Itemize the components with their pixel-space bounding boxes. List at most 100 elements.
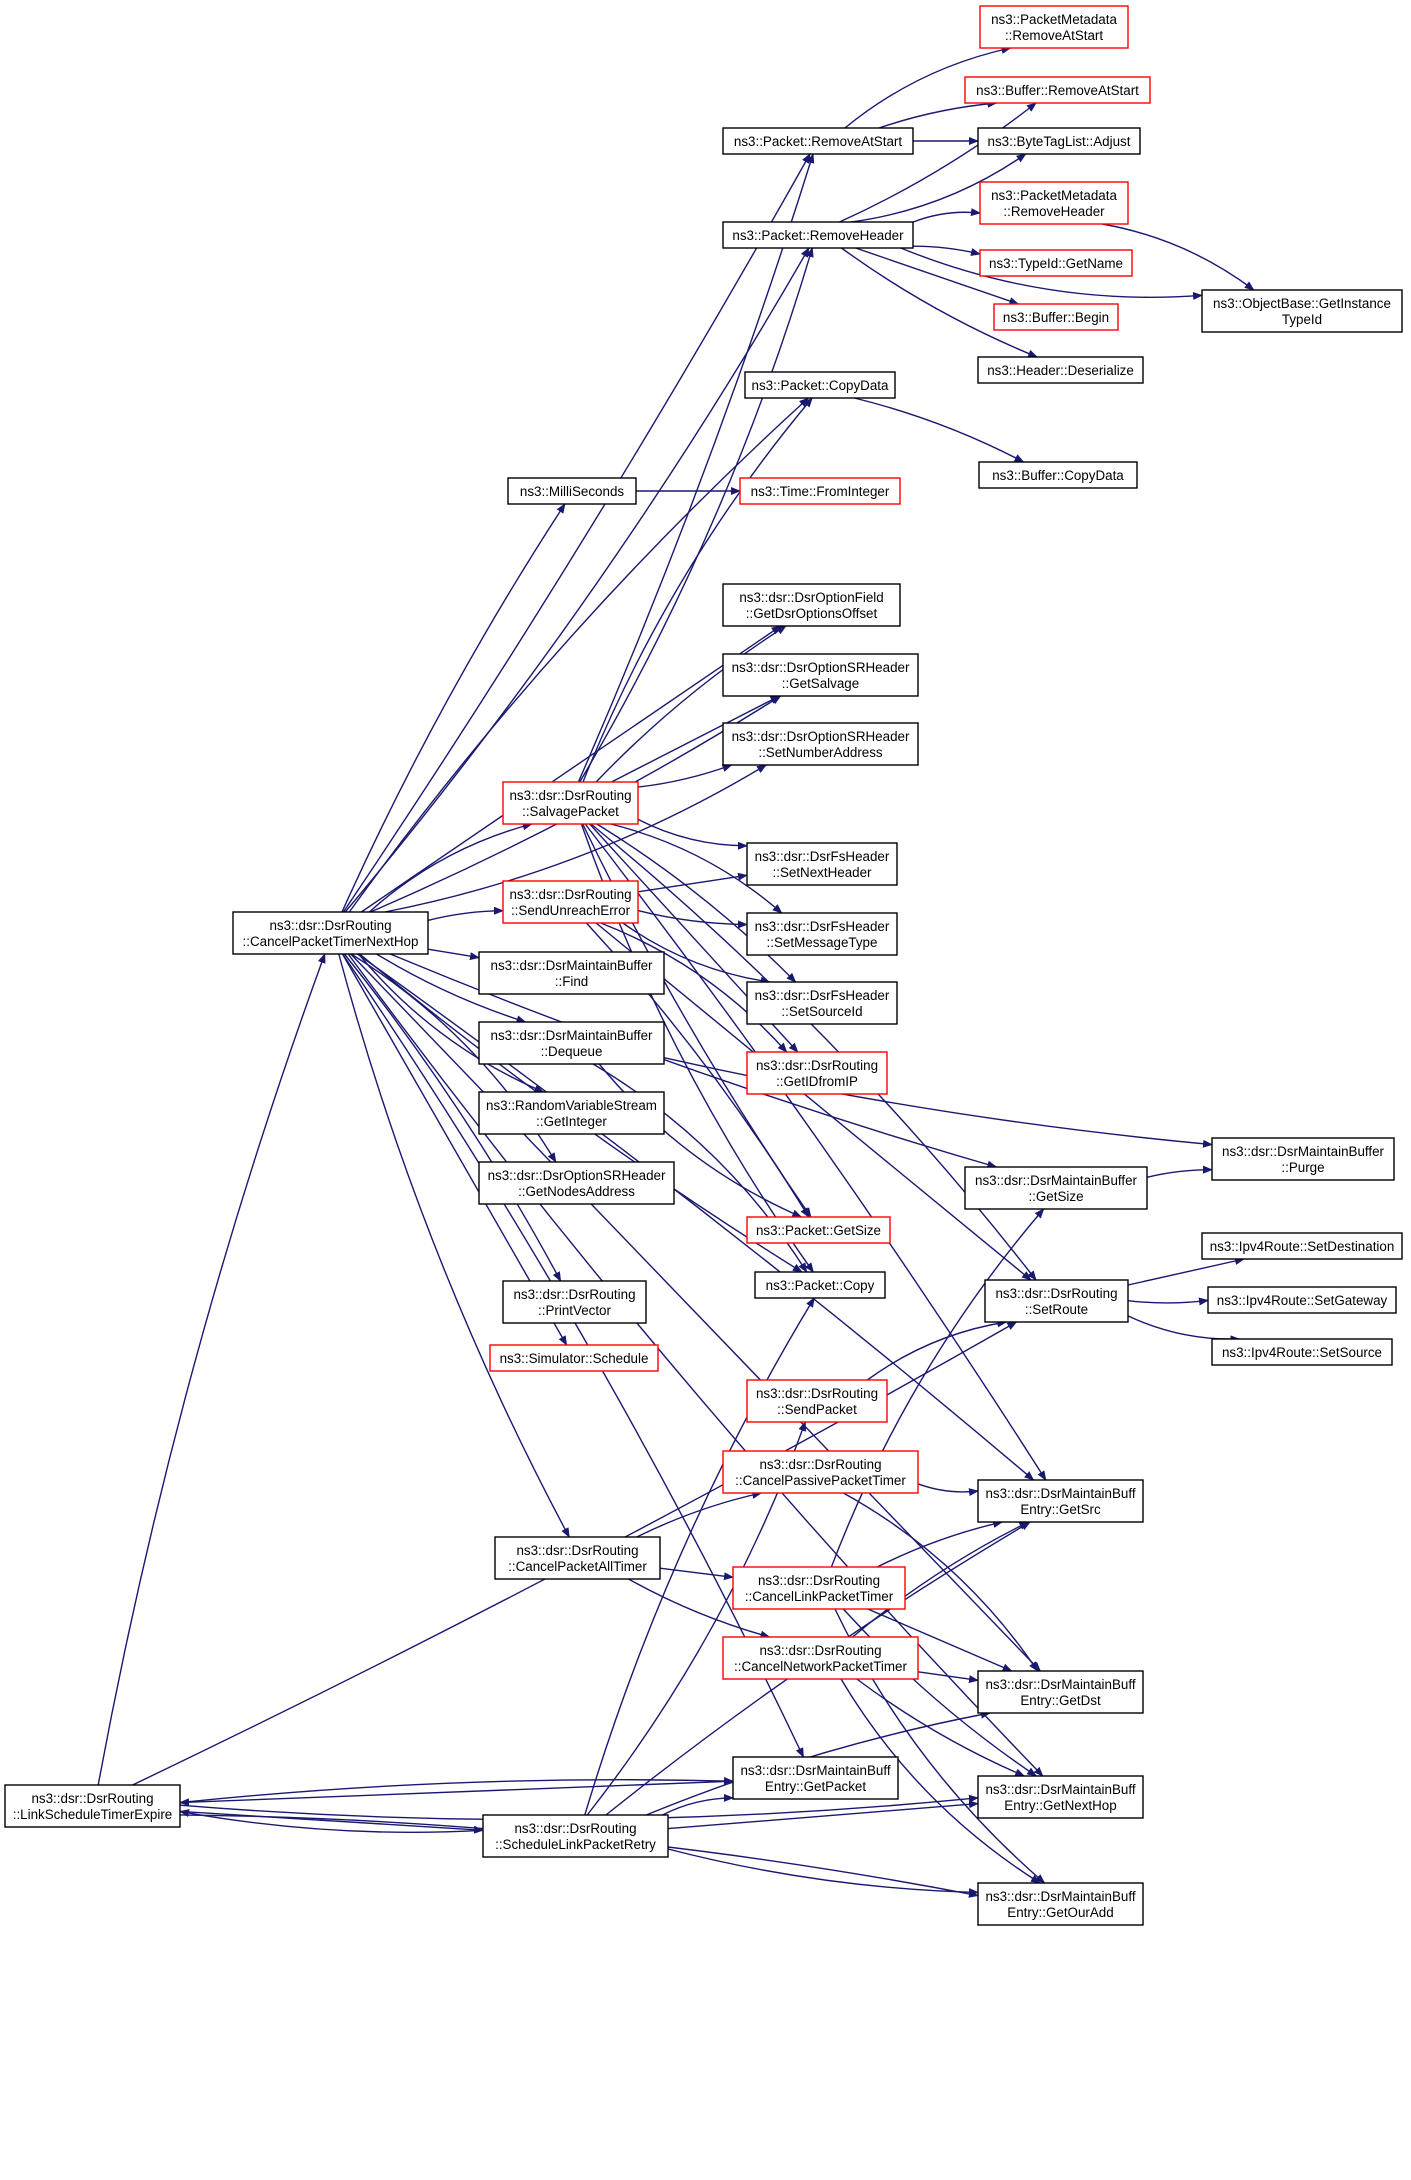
edge-salvage_packet-to-fs_setmessagetype — [610, 823, 783, 914]
edge-arrow — [844, 46, 1012, 129]
node-bytetag-adjust[interactable]: ns3::ByteTagList::Adjust — [977, 127, 1141, 155]
node-box — [964, 76, 1151, 104]
node-box — [977, 1479, 1144, 1523]
node-fs-setnextheader[interactable]: ns3::dsr::DsrFsHeader::SetNextHeader — [746, 842, 898, 886]
node-send-packet[interactable]: ns3::dsr::DsrRouting::SendPacket — [746, 1379, 888, 1423]
edge-arrow — [358, 953, 545, 1093]
node-entry-getnexthop[interactable]: ns3::dsr::DsrMaintainBuffEntry::GetNextH… — [977, 1775, 1144, 1819]
node-packet-copy[interactable]: ns3::Packet::Copy — [754, 1271, 886, 1299]
node-label-line: ns3::Ipv4Route::SetDestination — [1210, 1239, 1395, 1254]
edge-cancel_next_hop-to-optfield_offset — [360, 625, 782, 913]
edge-arrow — [663, 1057, 1213, 1148]
edge-schedule_retry-to-packet_copy — [584, 1297, 815, 1816]
edge-cancel_next_hop-to-print_vector — [343, 953, 562, 1282]
node-maint-find[interactable]: ns3::dsr::DsrMaintainBuffer::Find — [478, 951, 665, 995]
node-maint-purge[interactable]: ns3::dsr::DsrMaintainBuffer::Purge — [1211, 1137, 1395, 1181]
node-ipv4-setdest[interactable]: ns3::Ipv4Route::SetDestination — [1201, 1232, 1403, 1260]
edge-cancel_network-to-entry_getnexthop — [856, 1678, 1026, 1777]
node-optfield-offset[interactable]: ns3::dsr::DsrOptionField::GetDsrOptionsO… — [722, 583, 901, 627]
node-label-line: ::Find — [555, 974, 589, 989]
node-label-line: ::CancelLinkPacketTimer — [745, 1589, 894, 1604]
edge-cancel_next_hop-to-entry_getsrc — [357, 953, 1035, 1481]
edge-arrow — [584, 823, 1047, 1481]
node-label-line: ns3::dsr::DsrMaintainBuffer — [491, 1028, 654, 1043]
node-cancel-network[interactable]: ns3::dsr::DsrRouting::CancelNetworkPacke… — [722, 1636, 919, 1680]
node-box — [977, 1882, 1144, 1926]
node-box — [722, 127, 914, 155]
node-box — [722, 583, 901, 627]
node-box — [1201, 1232, 1403, 1260]
edge-send_unreach-to-getidfromip — [600, 922, 788, 1053]
node-cancel-link[interactable]: ns3::dsr::DsrRouting::CancelLinkPacketTi… — [732, 1566, 906, 1610]
node-getidfromip[interactable]: ns3::dsr::DsrRouting::GetIDfromIP — [746, 1051, 888, 1095]
node-remove-at-start[interactable]: ns3::Packet::RemoveAtStart — [722, 127, 914, 155]
node-set-route[interactable]: ns3::dsr::DsrRouting::SetRoute — [984, 1279, 1129, 1323]
node-ipv4-setgateway[interactable]: ns3::Ipv4Route::SetGateway — [1207, 1286, 1397, 1314]
edge-arrow — [1127, 1315, 1241, 1344]
node-entry-getouradd[interactable]: ns3::dsr::DsrMaintainBuffEntry::GetOurAd… — [977, 1882, 1144, 1926]
node-header-deserialize[interactable]: ns3::Header::Deserialize — [977, 356, 1144, 384]
node-label-line: TypeId — [1282, 312, 1322, 327]
edge-cancel_link-to-entry_getnexthop — [842, 1608, 1038, 1777]
node-send-unreach[interactable]: ns3::dsr::DsrRouting::SendUnreachError — [502, 880, 639, 924]
node-maint-dequeue[interactable]: ns3::dsr::DsrMaintainBuffer::Dequeue — [478, 1021, 665, 1065]
node-remove-header[interactable]: ns3::Packet::RemoveHeader — [722, 221, 914, 249]
node-entry-getpacket[interactable]: ns3::dsr::DsrMaintainBuffEntry::GetPacke… — [732, 1756, 899, 1800]
node-link-schedule[interactable]: ns3::dsr::DsrRouting::LinkScheduleTimerE… — [4, 1784, 181, 1828]
node-sr-getnodes[interactable]: ns3::dsr::DsrOptionSRHeader::GetNodesAdd… — [478, 1161, 675, 1205]
node-schedule-retry[interactable]: ns3::dsr::DsrRouting::ScheduleLinkPacket… — [482, 1814, 669, 1858]
node-packet-copydata[interactable]: ns3::Packet::CopyData — [744, 371, 896, 399]
node-buf-begin[interactable]: ns3::Buffer::Begin — [993, 303, 1119, 331]
edge-arrow — [851, 153, 1027, 223]
node-sim-schedule[interactable]: ns3::Simulator::Schedule — [489, 1344, 659, 1372]
node-fs-setsourceid[interactable]: ns3::dsr::DsrFsHeader::SetSourceId — [746, 981, 898, 1025]
node-label-line: ns3::dsr::DsrFsHeader — [755, 988, 890, 1003]
node-cancel-passive[interactable]: ns3::dsr::DsrRouting::CancelPassivePacke… — [722, 1450, 919, 1494]
node-buf-remove-at-start[interactable]: ns3::Buffer::RemoveAtStart — [964, 76, 1151, 104]
edge-remove_at_start-to-pm_remove_at_start — [844, 46, 1012, 129]
edge-arrow — [867, 1608, 1013, 1672]
edge-packet_copydata-to-buffer_copydata — [854, 397, 1025, 463]
edge-arrow — [595, 625, 787, 783]
node-label-line: ns3::dsr::DsrOptionSRHeader — [732, 660, 910, 675]
node-print-vector[interactable]: ns3::dsr::DsrRouting::PrintVector — [502, 1280, 647, 1324]
node-label-line: ns3::dsr::DsrRouting — [756, 1386, 878, 1401]
node-milliseconds[interactable]: ns3::MilliSeconds — [507, 477, 637, 505]
node-box — [964, 1166, 1148, 1210]
node-cancel-all[interactable]: ns3::dsr::DsrRouting::CancelPacketAllTim… — [494, 1536, 661, 1580]
node-box — [502, 1280, 647, 1324]
edge-arrow — [611, 695, 781, 783]
node-buffer-copydata[interactable]: ns3::Buffer::CopyData — [978, 461, 1138, 489]
node-fs-setmessagetype[interactable]: ns3::dsr::DsrFsHeader::SetMessageType — [746, 912, 898, 956]
node-srheader-setnumber[interactable]: ns3::dsr::DsrOptionSRHeader::SetNumberAd… — [722, 722, 919, 766]
node-cancel-next-hop[interactable]: ns3::dsr::DsrRouting::CancelPacketTimerN… — [232, 911, 429, 955]
edge-cancel_next_hop-to-maint_dequeue — [376, 953, 527, 1024]
edge-send_packet-to-set_route — [866, 1319, 1008, 1381]
node-rvs-getinteger[interactable]: ns3::RandomVariableStream::GetInteger — [478, 1091, 665, 1135]
node-label-line: ns3::Time::FromInteger — [751, 484, 890, 499]
node-typeid-getname[interactable]: ns3::TypeId::GetName — [979, 249, 1133, 277]
edge-remove_header-to-objbase_get_instance — [900, 247, 1203, 300]
node-pm-remove-at-start[interactable]: ns3::PacketMetadata::RemoveAtStart — [979, 5, 1129, 49]
node-packet-getsize[interactable]: ns3::Packet::GetSize — [746, 1216, 891, 1244]
edge-salvage_packet-to-srheader_setnumber — [637, 764, 733, 788]
edge-send_unreach-to-fs_setnextheader — [637, 872, 748, 893]
node-box — [507, 477, 637, 505]
node-srheader-getsalvage[interactable]: ns3::dsr::DsrOptionSRHeader::GetSalvage — [722, 653, 919, 697]
node-salvage-packet[interactable]: ns3::dsr::DsrRouting::SalvagePacket — [502, 781, 639, 825]
node-box — [977, 127, 1141, 155]
node-ipv4-setsource[interactable]: ns3::Ipv4Route::SetSource — [1211, 1338, 1393, 1366]
node-label-line: ns3::dsr::DsrRouting — [995, 1286, 1117, 1301]
node-label-line: ns3::Header::Deserialize — [987, 363, 1134, 378]
edge-cancel_next_hop-to-milliseconds — [341, 503, 566, 913]
node-label-line: ns3::dsr::DsrRouting — [269, 918, 391, 933]
node-maint-getsize[interactable]: ns3::dsr::DsrMaintainBuffer::GetSize — [964, 1166, 1148, 1210]
node-time-frominteger[interactable]: ns3::Time::FromInteger — [739, 477, 901, 505]
node-label-line: ns3::dsr::DsrRouting — [756, 1058, 878, 1073]
edge-arrow — [376, 953, 527, 1024]
node-pm-remove-header[interactable]: ns3::PacketMetadata::RemoveHeader — [979, 181, 1129, 225]
